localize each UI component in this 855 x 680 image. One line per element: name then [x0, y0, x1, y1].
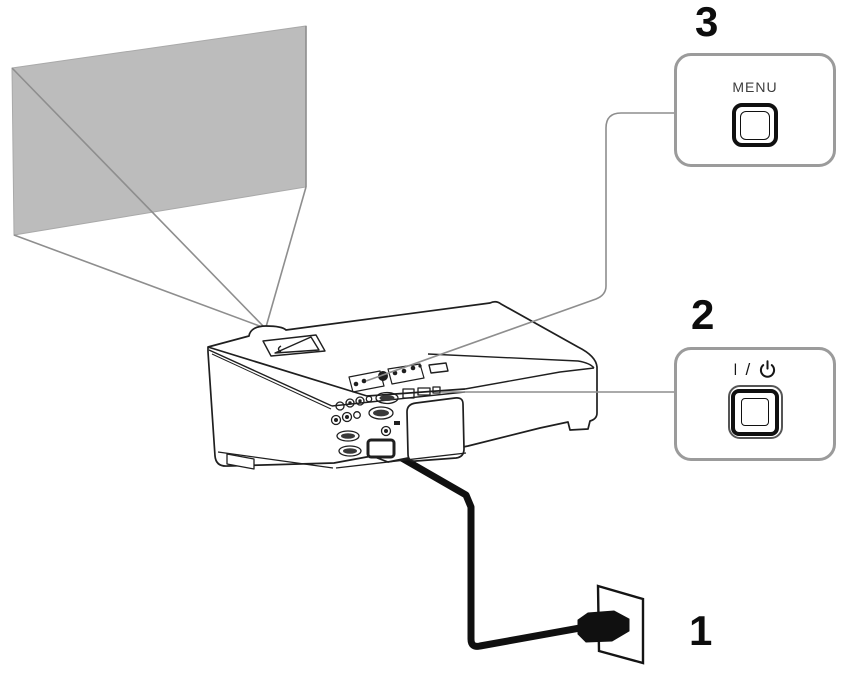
power-button-face — [741, 398, 769, 426]
callout-line-menu — [365, 112, 676, 382]
menu-button-label: MENU — [732, 79, 778, 95]
projection-screen — [11, 25, 307, 236]
power-label-separator: / — [745, 359, 751, 379]
callout-lines — [365, 112, 676, 393]
menu-button — [732, 103, 778, 147]
power-button-callout: I / — [674, 347, 836, 461]
ac-inlet — [366, 438, 396, 459]
step-2-number: 2 — [691, 291, 715, 338]
side-cover — [406, 397, 465, 462]
ac-plug — [577, 610, 630, 643]
projector — [207, 300, 598, 470]
menu-button-callout: MENU — [674, 53, 836, 167]
ir-sensor-window — [428, 362, 449, 374]
power-button — [727, 385, 783, 439]
power-button-label: I / — [733, 359, 777, 379]
projection-rays — [11, 26, 307, 329]
lens-recess — [262, 334, 326, 357]
projector-feet — [217, 451, 467, 470]
control-panel — [348, 363, 425, 393]
power-button-bezel — [731, 388, 779, 436]
power-standby-icon — [760, 360, 776, 378]
connector-panel — [330, 386, 441, 459]
menu-button-face — [740, 110, 770, 140]
power-on-symbol: I — [733, 359, 738, 379]
projector-body — [207, 300, 598, 467]
step-1-number: 1 — [689, 607, 713, 654]
step-3-number: 3 — [695, 0, 719, 45]
power-cord — [382, 445, 584, 650]
